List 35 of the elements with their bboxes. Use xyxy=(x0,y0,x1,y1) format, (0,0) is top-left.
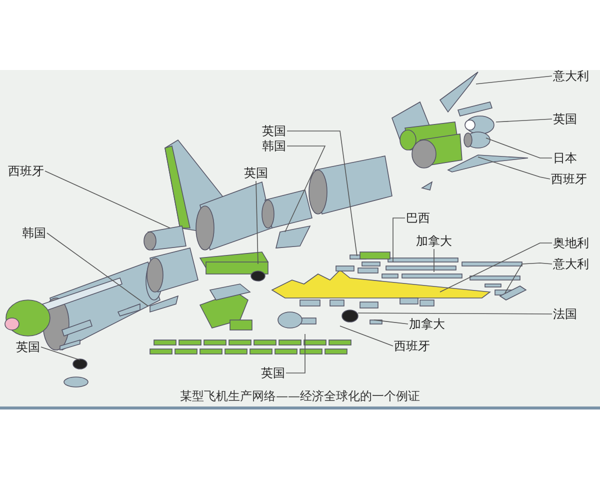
country-label: 英国 xyxy=(244,166,268,180)
country-label: 英国 xyxy=(16,340,40,354)
leader-line xyxy=(476,76,552,84)
country-label: 英国 xyxy=(261,366,285,380)
leader-line xyxy=(286,334,306,374)
country-label: 加拿大 xyxy=(409,317,445,331)
country-label: 意大利 xyxy=(553,257,589,271)
country-label: 意大利 xyxy=(553,69,589,83)
country-label: 韩国 xyxy=(22,226,46,240)
leader-line xyxy=(504,262,552,294)
leader-line xyxy=(486,138,552,158)
leader-line xyxy=(340,326,394,346)
leader-line xyxy=(440,242,552,292)
leader-line xyxy=(44,170,170,228)
country-label: 法国 xyxy=(553,307,577,321)
country-label: 英国 xyxy=(262,124,286,138)
country-label: 西班牙 xyxy=(8,164,44,178)
country-label: 西班牙 xyxy=(394,339,430,353)
leader-line xyxy=(374,320,408,324)
leader-line xyxy=(46,232,148,306)
caption: 某型飞机生产网络——经济全球化的一个例证 xyxy=(179,388,421,405)
leader-line xyxy=(40,346,80,360)
country-label: 英国 xyxy=(553,112,577,126)
leader-line xyxy=(284,146,326,232)
country-label: 日本 xyxy=(553,151,577,165)
leader-line xyxy=(358,312,552,314)
country-label: 奥地利 xyxy=(553,236,589,250)
country-label: 巴西 xyxy=(406,211,430,225)
leader-line xyxy=(478,156,550,180)
country-label: 西班牙 xyxy=(551,172,587,186)
leader-line xyxy=(392,218,406,262)
country-label: 加拿大 xyxy=(416,234,452,248)
leader-line xyxy=(496,118,552,122)
leader-line xyxy=(286,130,358,256)
country-label: 韩国 xyxy=(262,139,286,153)
